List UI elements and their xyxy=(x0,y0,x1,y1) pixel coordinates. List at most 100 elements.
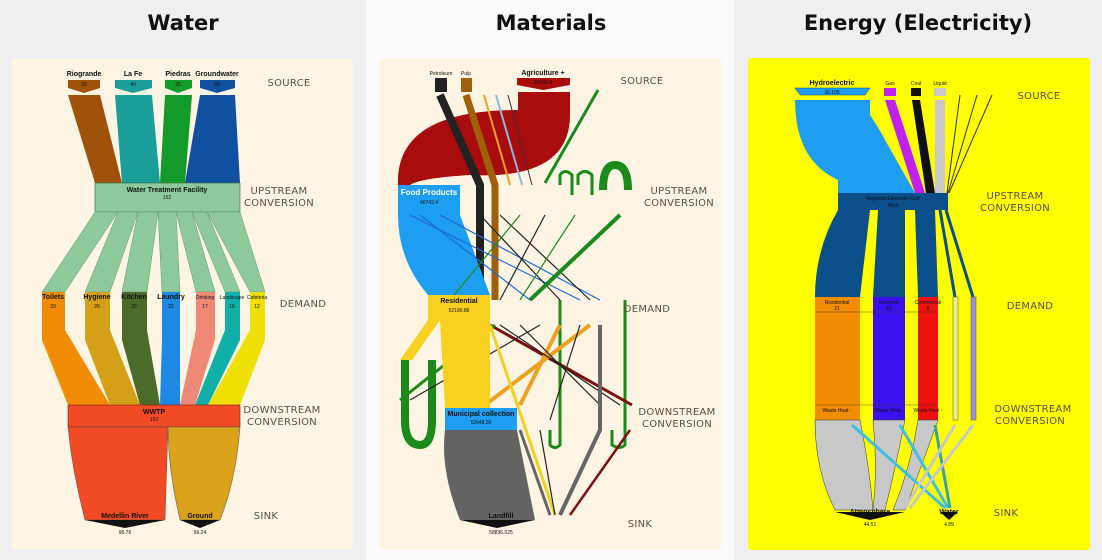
node-value: 52648.36 xyxy=(471,420,492,426)
stage-label: DEMAND xyxy=(280,299,326,310)
source-box-agriculture[interactable] xyxy=(517,78,570,90)
source-label: Groundwater xyxy=(195,71,239,78)
water-title: Water xyxy=(147,11,219,35)
stage-label: UPSTREAM xyxy=(651,186,708,197)
source-label: Hydroelectric xyxy=(810,80,855,87)
node-value: 49.4 xyxy=(888,203,898,209)
demand-label: Drinking xyxy=(196,295,215,301)
stage-label: DEMAND xyxy=(624,304,670,315)
source-label: Gas xyxy=(885,81,895,87)
node-office[interactable] xyxy=(952,296,959,421)
source-box-hydroelectric[interactable] xyxy=(794,87,871,96)
demand-value: 26 xyxy=(131,304,137,310)
demand-label: Residential xyxy=(825,300,850,306)
node-value: 52190.86 xyxy=(449,308,470,314)
flow-minor-sources xyxy=(946,94,993,194)
source-box-riogrande[interactable] xyxy=(68,80,100,93)
demand-value: 12 xyxy=(254,304,260,310)
source-box-coal[interactable] xyxy=(911,88,921,96)
material-crossflows xyxy=(399,213,633,516)
demand-label: Landscape xyxy=(220,295,245,301)
flow-lafe xyxy=(115,95,160,183)
sink-arrow xyxy=(180,520,220,528)
node-residential[interactable] xyxy=(428,295,490,320)
node-commercial[interactable] xyxy=(918,297,938,420)
source-box-pulp[interactable] xyxy=(461,78,472,92)
stage-label: CONVERSION xyxy=(247,417,317,428)
demand-value: 21 xyxy=(834,306,840,312)
demand-value: 16 xyxy=(229,304,235,310)
stage-label: CONVERSION xyxy=(980,203,1050,214)
node-label: Regional Electricity Grid xyxy=(866,196,920,202)
sink-value: 95.76 xyxy=(119,530,132,536)
flow-hydroelectric xyxy=(795,100,915,193)
sink-label: Medellin River xyxy=(101,513,149,520)
stage-label: UPSTREAM xyxy=(251,186,308,197)
source-label: Petroleum xyxy=(430,71,453,77)
source-value: 36.105 xyxy=(824,90,840,96)
source-box-lafe[interactable] xyxy=(115,80,152,93)
waste-heat-label: Waste Heat - xyxy=(823,408,852,414)
stage-label: DOWNSTREAM xyxy=(243,405,320,416)
stage-label: SOURCE xyxy=(1017,91,1060,102)
demand-value: 33 xyxy=(50,304,56,310)
stage-label: CONVERSION xyxy=(244,198,314,209)
node-municipal-collection[interactable] xyxy=(445,408,517,430)
sink-label: Landfill xyxy=(489,513,514,520)
node-food-products[interactable] xyxy=(398,185,460,215)
node-other[interactable] xyxy=(970,296,977,421)
source-value: 40 xyxy=(130,82,136,88)
flow-piedras xyxy=(160,95,192,183)
demand-label: Cafeteria xyxy=(247,295,268,301)
source-value: 58 xyxy=(214,82,220,88)
source-box-gas[interactable] xyxy=(884,88,896,96)
source-label: Riogrande xyxy=(67,71,102,78)
flow-agriculture xyxy=(397,92,570,185)
source-box-piedras[interactable] xyxy=(165,80,192,93)
demand-value: 17 xyxy=(202,304,208,310)
stage-label: DOWNSTREAM xyxy=(994,404,1071,415)
stage-label: DEMAND xyxy=(1007,301,1053,312)
stage-label: SOURCE xyxy=(620,76,663,87)
source-box-petroleum[interactable] xyxy=(435,78,447,92)
flow-medellin-river xyxy=(67,426,169,521)
flow-groundwater xyxy=(185,95,240,183)
source-label: Agriculture + xyxy=(521,70,564,77)
flow-to-atmosphere xyxy=(872,419,906,511)
flow-gas xyxy=(885,100,925,193)
demand-value: 8 xyxy=(927,306,930,312)
flow-to-atmosphere xyxy=(892,419,939,511)
sink-value: 44.51 xyxy=(864,522,877,528)
stage-label: DOWNSTREAM xyxy=(638,407,715,418)
materials-title: Materials xyxy=(496,11,607,35)
source-label: Coal xyxy=(911,81,921,87)
sink-value: 4.89 xyxy=(944,522,954,528)
sink-arrow xyxy=(835,512,905,520)
demand-value: 26 xyxy=(94,304,100,310)
flow-residential-side xyxy=(400,320,440,360)
flow-landfill xyxy=(444,430,535,520)
grid-demand-flows xyxy=(815,210,938,297)
water-demand-flows xyxy=(41,211,266,293)
sink-label: Ground xyxy=(187,513,212,520)
demand-value: 22 xyxy=(168,304,174,310)
node-industrial[interactable] xyxy=(873,297,905,420)
source-box-liquid[interactable] xyxy=(934,88,946,96)
sink-arrow xyxy=(85,520,165,528)
demand-label: Laundry xyxy=(157,294,185,301)
node-residential[interactable] xyxy=(815,297,860,420)
node-water-treatment-facility[interactable] xyxy=(94,182,241,213)
flow-minor-demand xyxy=(938,209,975,298)
node-regional-electricity-grid[interactable] xyxy=(838,193,948,210)
source-value: 43742.4 xyxy=(534,80,552,86)
source-box-groundwater[interactable] xyxy=(200,80,235,93)
demand-label: Kitchen xyxy=(121,294,147,301)
node-label: Municipal collection xyxy=(448,411,515,418)
waste-heat-label: Waste Heat - xyxy=(914,408,943,414)
stage-label: UPSTREAM xyxy=(987,191,1044,202)
waste-heat-label: Waste Heat - xyxy=(875,408,904,414)
stage-label: SINK xyxy=(994,508,1019,519)
sink-label: Atmosphere xyxy=(850,509,891,516)
materials-panel: Food Products 40742.4 xyxy=(380,58,722,550)
